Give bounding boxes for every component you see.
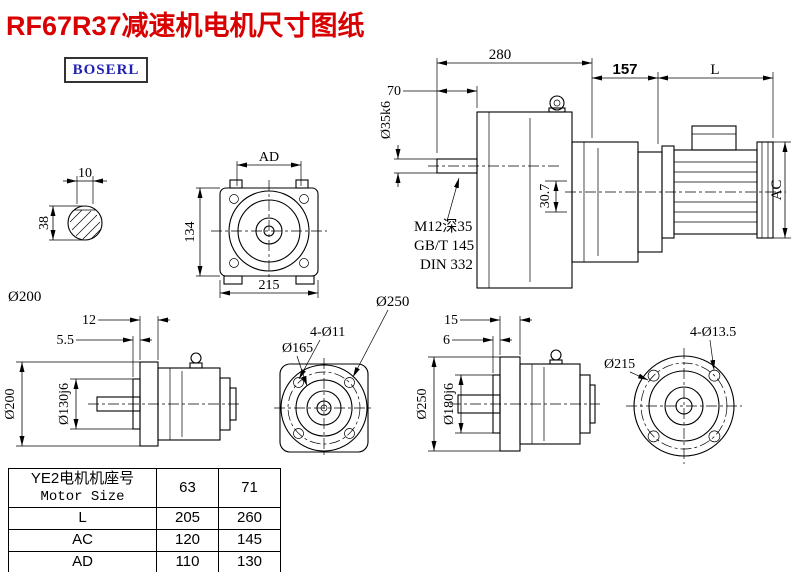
table-header-motor-size: YE2电机机座号 Motor Size: [8, 467, 157, 509]
value-L-71: 260: [218, 507, 281, 530]
table-row-AD: AD 110 130: [8, 550, 281, 572]
row-label-AC: AC: [8, 529, 157, 552]
col-frame-71: 71: [218, 467, 281, 509]
dim-section-height: 38: [37, 216, 52, 230]
table-header-en: Motor Size: [40, 488, 125, 505]
row-label-AD: AD: [8, 550, 157, 572]
callout-4-holes-11: 4-Ø11: [310, 325, 345, 340]
dim-134: 134: [183, 222, 198, 243]
dim-spigot-165: Ø165: [282, 341, 313, 356]
table-row-L: L 205 260: [8, 507, 281, 530]
dim-spigot-180j6: Ø180j6: [442, 383, 457, 425]
flange-front-view-large: Ø215 4-Ø13.5: [604, 325, 742, 464]
dim-bolt-circle-215: Ø215: [604, 357, 635, 372]
dim-flange-od-250: Ø250: [376, 294, 409, 310]
dim-6: 6: [443, 333, 450, 348]
label-dia-200: Ø200: [8, 289, 41, 305]
callout-4-holes-13-5: 4-Ø13.5: [690, 325, 736, 340]
motor-size-table: YE2电机机座号 Motor Size 63 71 L 205 260 AC 1…: [8, 467, 281, 572]
dim-spigot-130j6: Ø130j6: [57, 383, 72, 425]
gearbox-front-view: AD 134 215: [183, 150, 327, 298]
shaft-keyway-section-view: 10 38 Ø200: [8, 166, 107, 305]
dim-motor-height-AC: AC: [769, 180, 785, 201]
flange-front-view-small: Ø165 4-Ø11 Ø250: [274, 294, 409, 458]
dim-motor-length-L: L: [710, 62, 719, 78]
callout-tap-hole: M12深35: [414, 218, 472, 235]
dim-15: 15: [444, 313, 458, 328]
flange-side-view-large: 15 6 Ø250 Ø180j6: [415, 313, 600, 452]
callout-din-332: DIN 332: [420, 257, 473, 273]
dim-keyway-width: 10: [78, 166, 92, 181]
dim-215: 215: [259, 278, 280, 293]
dim-flange-od-200: Ø200: [3, 388, 18, 419]
table-header-cn: YE2电机机座号: [30, 470, 135, 487]
flange-side-view-small: 12 5.5 Ø200 Ø130j6: [3, 313, 240, 447]
table-row-AC: AC 120 145: [8, 529, 281, 552]
dim-shaft-dia: Ø35k6: [379, 101, 394, 139]
value-L-63: 205: [156, 507, 219, 530]
page-title: RF67R37减速机电机尺寸图纸: [6, 11, 365, 41]
col-frame-63: 63: [156, 467, 219, 509]
callout-gbt-145: GB/T 145: [414, 238, 474, 254]
dim-157: 157: [612, 61, 637, 78]
main-assembly-side-view: 280 70 Ø35k6 157 L AC 30.7 M12深35 GB/T 1…: [379, 47, 791, 289]
value-AC-71: 145: [218, 529, 281, 552]
dim-5-5: 5.5: [57, 333, 75, 348]
dim-30-7: 30.7: [538, 184, 553, 209]
dim-flange-od-250-side: Ø250: [415, 388, 430, 419]
dim-12: 12: [82, 313, 96, 328]
dim-ad: AD: [259, 150, 279, 165]
value-AC-63: 120: [156, 529, 219, 552]
row-label-L: L: [8, 507, 157, 530]
dim-70: 70: [387, 84, 401, 99]
brand-logo: BOSERL: [64, 57, 148, 83]
value-AD-71: 130: [218, 550, 281, 572]
value-AD-63: 110: [156, 550, 219, 572]
dim-280: 280: [489, 47, 512, 63]
